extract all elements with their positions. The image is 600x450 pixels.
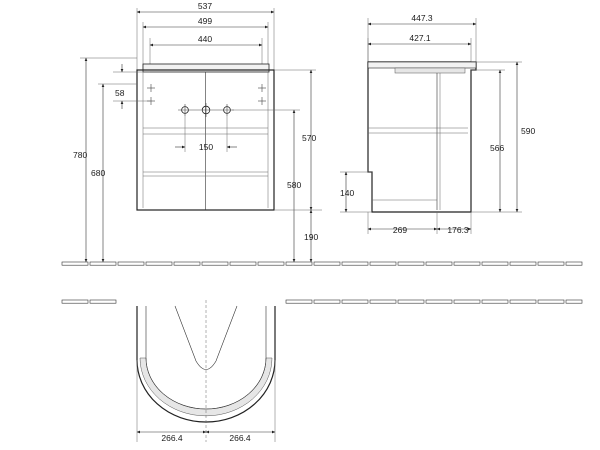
- basin-outline-outer: [136, 306, 276, 423]
- side-cabinet-outline: [367, 61, 477, 213]
- floor-band-segment: [173, 261, 201, 266]
- floor-band-segment: [341, 261, 369, 266]
- dim-height-cabinet: 580: [287, 180, 301, 190]
- dim-half-width-left: 266.4: [161, 433, 183, 443]
- floor-band-segment: [89, 299, 117, 304]
- floor-band-segment: [89, 261, 117, 266]
- floor-band-segment: [61, 261, 89, 266]
- dim-depth-overall: 447.3: [411, 13, 433, 23]
- floor-band-segment: [537, 299, 565, 304]
- dim-cutout-depth: 269: [393, 225, 407, 235]
- dim-front-depth: 176.3: [447, 225, 469, 235]
- floor-band-segment: [397, 261, 425, 266]
- dim-offset-top: 58: [115, 88, 125, 98]
- basin-outline-inner: [145, 306, 267, 410]
- dim-width-overall: 537: [198, 1, 212, 11]
- floor-band-segment: [565, 299, 583, 304]
- floor-band-segment: [481, 261, 509, 266]
- dim-width-body: 499: [198, 16, 212, 26]
- floor-band-segment: [257, 261, 285, 266]
- dim-width-inner: 440: [198, 34, 212, 44]
- floor-line: [61, 261, 583, 266]
- floor-band-segment: [285, 299, 313, 304]
- tap-cutout: [174, 305, 238, 370]
- floor-band-segment: [425, 299, 453, 304]
- mount-crosses: [147, 84, 266, 105]
- floor-band-segment: [537, 261, 565, 266]
- floor-band-segment: [369, 299, 397, 304]
- floor-band-segment: [145, 261, 173, 266]
- floor-band-segment: [201, 261, 229, 266]
- dim-hole-spacing: 150: [199, 142, 213, 152]
- dim-height-to-bottom: 680: [91, 168, 105, 178]
- front-view: 537 499 440: [73, 1, 322, 263]
- floor-band-segment: [509, 299, 537, 304]
- floor-band-segment: [61, 299, 89, 304]
- floor-band-segment: [285, 261, 313, 266]
- floor-band-segment: [117, 261, 145, 266]
- floor-band-segment: [509, 261, 537, 266]
- dim-height-drain: 570: [302, 133, 316, 143]
- floor-band-segment: [397, 299, 425, 304]
- floor-band-segment: [229, 261, 257, 266]
- floor-band-segment: [313, 261, 341, 266]
- floor-band-segment: [481, 299, 509, 304]
- floor-band-segment: [341, 299, 369, 304]
- floor-band-segment: [453, 299, 481, 304]
- floor-band-segment: [369, 261, 397, 266]
- dim-depth-body: 427.1: [409, 33, 431, 43]
- floor-band-segment: [453, 261, 481, 266]
- floor-band-segment: [565, 261, 583, 266]
- floor-band-segment: [425, 261, 453, 266]
- basin-slab: [142, 63, 270, 73]
- dim-half-width-right: 266.4: [229, 433, 251, 443]
- dim-height-inner: 566: [490, 143, 504, 153]
- dim-cutout-height: 140: [340, 188, 354, 198]
- dim-height-side: 590: [521, 126, 535, 136]
- connection-holes: [178, 103, 234, 117]
- top-view: 266.4 266.4: [136, 300, 276, 443]
- dim-height-total: 780: [73, 150, 87, 160]
- wall-line: [61, 299, 583, 304]
- floor-band-segment: [313, 299, 341, 304]
- dim-height-floor-gap: 190: [304, 232, 318, 242]
- side-view: 447.3 427.1 590 566 140: [340, 13, 535, 235]
